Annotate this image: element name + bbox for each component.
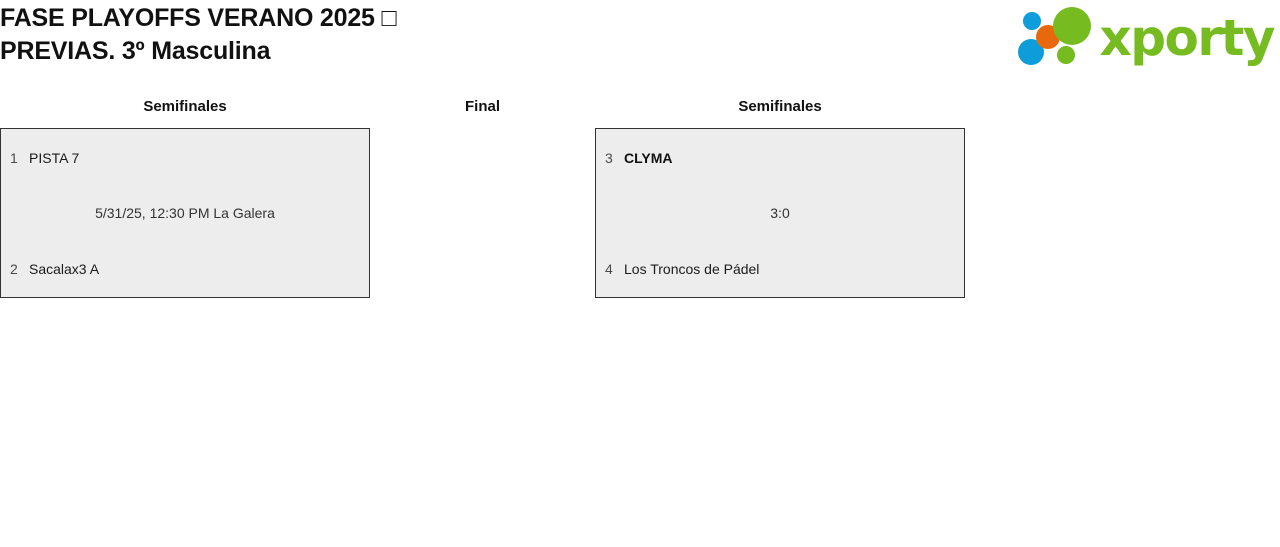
match-schedule: 5/31/25, 12:30 PM La Galera <box>95 205 275 221</box>
round-heading-semifinales-left: Semifinales <box>143 98 227 115</box>
competitor-name: Sacalax3 A <box>29 261 100 277</box>
seed-number: 2 <box>10 261 18 277</box>
competitor-row[interactable]: 4 Los Troncos de Pádel <box>596 256 964 282</box>
logo-dots-icon <box>1018 7 1092 65</box>
competitor-name: PISTA 7 <box>29 150 80 166</box>
competitor-row[interactable]: 1 PISTA 7 <box>1 145 369 171</box>
competitor-row[interactable]: 3 CLYMA <box>596 145 964 171</box>
page-title: FASE PLAYOFFS VERANO 2025 □ PREVIAS. 3º … <box>0 4 397 65</box>
match-card-left[interactable]: 1 PISTA 7 5/31/25, 12:30 PM La Galera 2 … <box>0 128 370 298</box>
match-score: 3:0 <box>770 205 790 221</box>
competitor-name: Los Troncos de Pádel <box>624 261 760 277</box>
round-heading-final: Final <box>464 98 500 115</box>
xporty-logo[interactable]: xporty <box>1017 6 1275 68</box>
competitor-row[interactable]: 2 Sacalax3 A <box>1 256 369 282</box>
round-heading-semifinales-right: Semifinales <box>738 98 822 115</box>
tournament-bracket: Semifinales Final Semifinales 1 PISTA 7 … <box>0 88 1280 318</box>
logo-wordmark: xporty <box>1099 9 1275 67</box>
page-header: FASE PLAYOFFS VERANO 2025 □ PREVIAS. 3º … <box>0 0 1280 88</box>
match-card-right[interactable]: 3 CLYMA 3:0 4 Los Troncos de Pádel <box>595 128 965 298</box>
seed-number: 1 <box>10 150 18 166</box>
competitor-name: CLYMA <box>624 150 673 166</box>
seed-number: 3 <box>605 150 613 166</box>
seed-number: 4 <box>605 261 613 277</box>
